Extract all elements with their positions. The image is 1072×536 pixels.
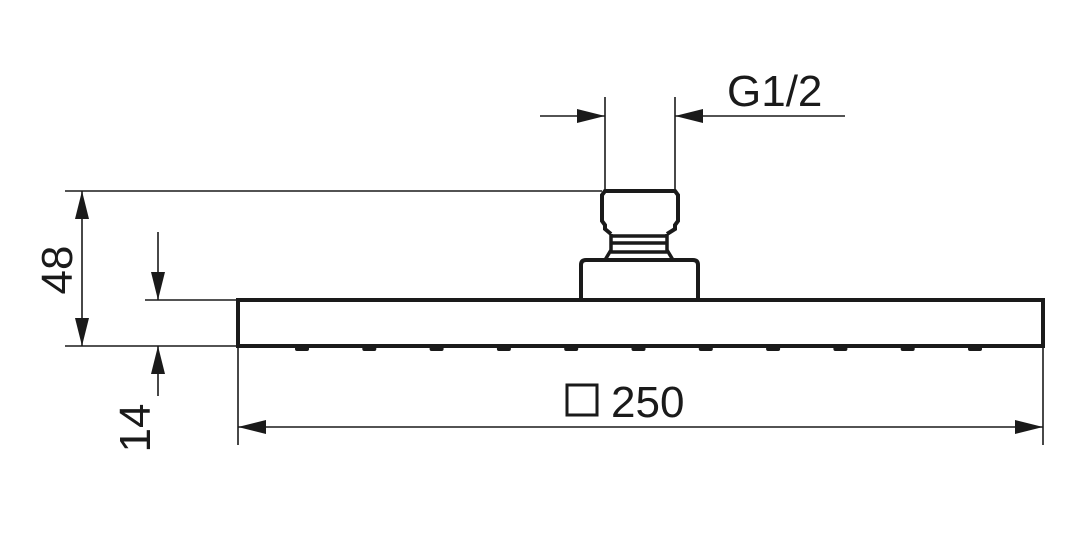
nozzle <box>766 346 781 351</box>
nozzle <box>362 346 377 351</box>
height-dimension <box>65 190 602 347</box>
shower-plate <box>236 298 1045 348</box>
nozzle <box>698 346 713 351</box>
connector-nut <box>600 189 680 236</box>
height-label: 48 <box>33 246 82 295</box>
thread-dimension <box>540 97 845 190</box>
nozzles <box>295 346 982 351</box>
nozzle <box>968 346 982 351</box>
nozzle <box>631 346 646 351</box>
nozzle <box>295 346 309 351</box>
connector-neck <box>603 234 675 261</box>
connector-base <box>579 258 700 300</box>
width-dimension <box>237 346 1044 445</box>
nozzle <box>429 346 444 351</box>
nozzle <box>564 346 579 351</box>
thickness-label: 14 <box>111 404 160 453</box>
nozzle <box>900 346 915 351</box>
nozzle <box>496 346 511 351</box>
nozzle <box>833 346 848 351</box>
thread-label: G1/2 <box>727 67 822 116</box>
plate-size-label: 250 <box>611 378 684 427</box>
thickness-dimension <box>145 232 238 396</box>
square-symbol-icon <box>565 383 599 417</box>
